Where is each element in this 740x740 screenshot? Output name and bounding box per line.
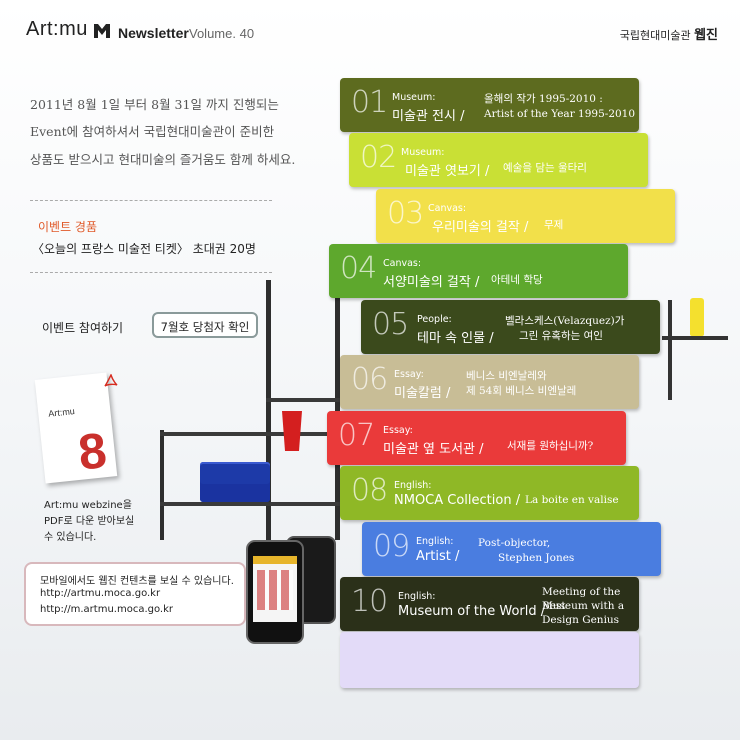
prize-text: 〈오늘의 프랑스 미술전 티켓〉 초대권 20명 [32, 242, 256, 256]
pdf-cover-number: 8 [75, 422, 110, 481]
red-cup [282, 411, 302, 451]
menu-subtitle-2: Museum with a [542, 600, 625, 612]
intro-line-1: 2011년 8월 1일 부터 8월 31일 까지 진행되는 [30, 97, 279, 112]
mobile-info-box [24, 562, 246, 626]
acrobat-pdf-icon[interactable] [104, 374, 118, 388]
menu-title: Museum of the World / [398, 604, 546, 619]
phone-front [246, 540, 304, 644]
menu-item-02[interactable]: 02 Museum: 미술관 엿보기 / 예술을 담는 울타리 [349, 133, 648, 187]
menu-category: English: [394, 480, 432, 491]
wall-shelf [662, 336, 728, 340]
yellow-flashlight [690, 298, 704, 336]
pdf-note-2: PDF로 다운 받아보실 [44, 516, 135, 527]
menu-item-06[interactable]: 06 Essay: 미술칼럼 / 베니스 비엔날레와 제 54회 베니스 비엔날… [340, 355, 639, 409]
menu-item-08[interactable]: 08 English: NMOCA Collection / La boite … [340, 466, 639, 520]
menu-subtitle-1: Meeting of the Best [542, 586, 621, 612]
menu-number: 09 [373, 529, 410, 564]
menu-item-09[interactable]: 09 English: Artist / Post-objector, Step… [362, 522, 661, 576]
divider [30, 200, 272, 201]
mobile-url-2[interactable]: http://m.artmu.moca.go.kr [40, 604, 174, 615]
divider [30, 272, 272, 273]
menu-subtitle-1: La boite en valise [525, 494, 619, 506]
artmu-mark-icon [94, 24, 110, 38]
menu-subtitle-2: Stephen Jones [498, 552, 575, 564]
menu-category: Essay: [394, 369, 424, 380]
menu-number: 01 [351, 85, 388, 120]
menu-number: 06 [351, 362, 388, 397]
menu-number: 05 [372, 307, 409, 342]
volume-label: Volume. 40 [189, 26, 255, 41]
menu-category: English: [416, 536, 454, 547]
menu-subtitle-1: 예술을 담는 울타리 [503, 162, 587, 174]
org-webzine-link[interactable]: 국립현대미술관 웹진 [620, 24, 718, 43]
shelf-illustration [160, 260, 350, 550]
menu-number: 08 [351, 473, 388, 508]
menu-placeholder [340, 632, 639, 688]
menu-title: NMOCA Collection / [394, 493, 521, 508]
org-name: 국립현대미술관 [619, 29, 691, 42]
menu-title: 미술칼럼 / [394, 386, 451, 401]
menu-title: 테마 속 인물 / [417, 331, 494, 346]
menu-item-04[interactable]: 04 Canvas: 서양미술의 걸작 / 아테네 학당 [329, 244, 628, 298]
prize-label: 이벤트 경품 [38, 220, 98, 234]
intro-line-2: Event에 참여하셔서 국립현대미술관이 준비한 [30, 124, 275, 139]
menu-title: 미술관 전시 / [392, 109, 465, 124]
intro-line-3: 상품도 받으시고 현대미술의 즐거움도 함께 하세요. [30, 152, 296, 167]
mobile-url-1[interactable]: http://artmu.moca.go.kr [40, 588, 161, 599]
menu-title: Artist / [416, 549, 460, 564]
mobile-info-text: 모바일에서도 웹진 컨텐츠를 보실 수 있습니다. [40, 576, 234, 587]
blue-bins [200, 462, 270, 502]
menu-subtitle-2: 그린 유혹하는 여인 [519, 330, 603, 342]
menu-item-05[interactable]: 05 People: 테마 속 인물 / 벨라스케스(Velazquez)가 그… [361, 300, 660, 354]
menu-subtitle-1: 아테네 학당 [491, 274, 543, 286]
menu-category: Museum: [401, 147, 445, 158]
menu-number: 02 [360, 140, 397, 175]
newsletter-label: Newsletter [118, 25, 189, 41]
webzine-label: 웹진 [694, 28, 718, 43]
menu-subtitle-2: Artist of the Year 1995-2010 [484, 108, 636, 120]
menu-subtitle-1: Post-objector, [478, 537, 551, 549]
menu-subtitle-1: 서재를 원하십니까? [507, 440, 594, 452]
menu-title: 미술관 옆 도서관 / [383, 442, 484, 457]
menu-subtitle-1: 벨라스케스(Velazquez)가 [505, 315, 625, 327]
wall-shelf-post [668, 300, 672, 400]
menu-item-10[interactable]: 10 English: Museum of the World / Meetin… [340, 577, 639, 631]
menu-number: 03 [387, 196, 424, 231]
menu-title: 서양미술의 걸작 / [383, 275, 480, 290]
menu-number: 10 [351, 584, 388, 619]
menu-item-03[interactable]: 03 Canvas: 우리미술의 걸작 / 무제 [376, 189, 675, 243]
menu-subtitle-1: 베니스 비엔날레와 [466, 370, 547, 382]
menu-subtitle-1: 무제 [544, 219, 564, 231]
menu-item-01[interactable]: 01 Museum: 미술관 전시 / 올해의 작가 1995-2010 : A… [340, 78, 639, 132]
menu-category: Canvas: [428, 203, 467, 214]
menu-subtitle-2: 제 54회 베니스 비엔날레 [466, 385, 577, 397]
pdf-download-cover[interactable]: Art:mu 8 [34, 372, 118, 484]
menu-category: People: [417, 314, 452, 325]
winner-check-button[interactable]: 7월호 당첨자 확인 [152, 312, 258, 338]
artmu-logo[interactable]: Art:mu [26, 18, 88, 40]
menu-item-07[interactable]: 07 Essay: 미술관 옆 도서관 / 서재를 원하십니까? [327, 411, 626, 465]
menu-category: English: [398, 591, 436, 602]
participate-link[interactable]: 이벤트 참여하기 [42, 321, 124, 335]
menu-title: 우리미술의 걸작 / [432, 220, 529, 235]
menu-number: 04 [340, 251, 377, 286]
menu-subtitle-1: 올해의 작가 1995-2010 : [484, 93, 603, 105]
pdf-note-1: Art:mu webzine을 [44, 500, 132, 511]
pdf-cover-logo: Art:mu [47, 406, 76, 419]
menu-category: Canvas: [383, 258, 422, 269]
menu-category: Museum: [392, 92, 436, 103]
menu-category: Essay: [383, 425, 413, 436]
pdf-note-3: 수 있습니다. [44, 532, 97, 543]
menu-title: 미술관 엿보기 / [405, 164, 490, 179]
menu-subtitle-3: Design Genius [542, 614, 620, 626]
menu-number: 07 [338, 418, 375, 453]
